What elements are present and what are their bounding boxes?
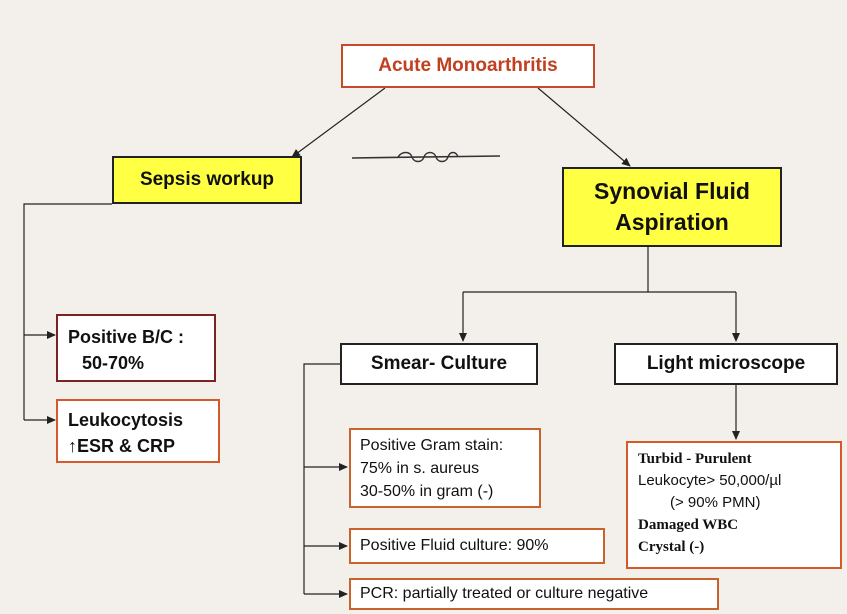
pcr-box: PCR: partially treated or culture negati… — [349, 578, 719, 610]
gram-stain-line-1: Positive Gram stain: — [360, 437, 504, 454]
synovial-label-line-1: Synovial Fluid — [594, 178, 750, 204]
light-microscope-box: Light microscope — [614, 343, 838, 385]
leukocytosis-box: Leukocytosis ↑ESR & CRP — [56, 399, 220, 463]
gram-stain-line-3: 30-50% in gram (-) — [360, 483, 494, 500]
synovial-aspiration-box: Synovial Fluid Aspiration — [562, 167, 782, 247]
leukocyte-count-text: Leukocyte> 50,000/µl — [638, 472, 782, 489]
title-box: Acute Monoarthritis — [341, 44, 595, 88]
gram-stain-line-2: 75% in s. aureus — [360, 460, 480, 477]
sepsis-workup-box: Sepsis workup — [112, 156, 302, 204]
smear-culture-box: Smear- Culture — [340, 343, 538, 385]
smear-branch-line — [303, 363, 340, 594]
arrow-title-to-sepsis — [291, 87, 386, 158]
fluid-culture-text: Positive Fluid culture: 90% — [360, 537, 549, 554]
positive-bc-line-2: 50-70% — [82, 353, 145, 373]
title-text: Acute Monoarthritis — [378, 55, 558, 76]
sepsis-workup-label: Sepsis workup — [139, 169, 275, 190]
positive-bc-line-1: Positive B/C : — [68, 327, 185, 347]
fluid-culture-box: Positive Fluid culture: 90% — [349, 528, 605, 564]
pmn-text: (> 90% PMN) — [670, 494, 761, 511]
damaged-wbc-text: Damaged WBC — [638, 517, 739, 533]
crystal-text: Crystal (-) — [638, 539, 705, 555]
smear-culture-label: Smear- Culture — [370, 353, 508, 374]
leukocytosis-line-1: Leukocytosis — [68, 410, 184, 430]
leukocytosis-line-2: ↑ESR & CRP — [68, 436, 176, 456]
microscope-results-box: Turbid - Purulent Leukocyte> 50,000/µl (… — [626, 441, 842, 569]
divider-ornament — [351, 151, 501, 163]
positive-bc-box: Positive B/C : 50-70% — [56, 314, 216, 382]
gram-stain-box: Positive Gram stain: 75% in s. aureus 30… — [349, 428, 541, 508]
light-microscope-label: Light microscope — [646, 353, 806, 374]
turbid-text: Turbid - Purulent — [638, 451, 752, 467]
arrow-title-to-synovial — [537, 87, 631, 167]
sepsis-branch-line — [23, 203, 112, 420]
synovial-label-line-2: Aspiration — [615, 209, 729, 235]
pcr-text: PCR: partially treated or culture negati… — [360, 585, 649, 602]
